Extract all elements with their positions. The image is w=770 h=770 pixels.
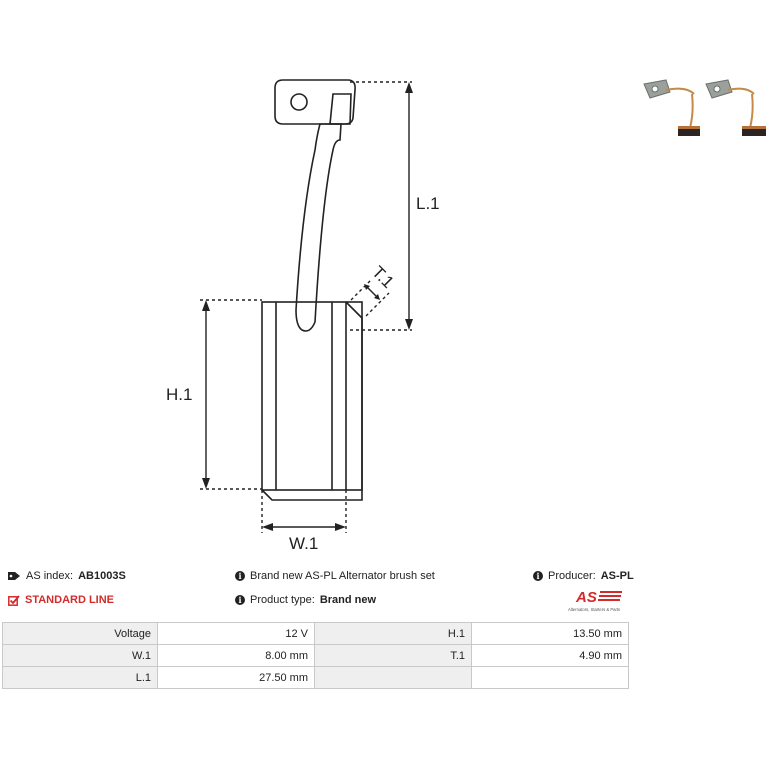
spec-label: Voltage	[2, 622, 158, 645]
brush-bevel	[261, 489, 363, 501]
spec-value-empty	[471, 666, 629, 689]
info-icon: i	[235, 571, 245, 581]
as-index-value: AB1003S	[78, 570, 126, 582]
t1-label: T.1	[368, 262, 397, 291]
spec-value: 12 V	[157, 622, 315, 645]
spec-value: 13.50 mm	[471, 622, 629, 645]
product-type-label: Product type:	[250, 594, 315, 606]
brush-photo-1	[643, 79, 700, 136]
w1-label: W.1	[289, 534, 318, 553]
checkbox-icon	[8, 594, 20, 606]
l1-label: L.1	[416, 194, 440, 213]
logo-tagline: Alternators, Starters & Parts	[568, 607, 620, 612]
table-row: Voltage 12 V H.1 13.50 mm	[2, 622, 629, 645]
spec-value: 8.00 mm	[157, 644, 315, 667]
spec-label-empty	[314, 666, 472, 689]
producer-value: AS-PL	[600, 570, 634, 582]
description-text: Brand new AS-PL Alternator brush set	[250, 570, 435, 582]
as-pl-logo: AS Alternators, Starters & Parts	[568, 589, 622, 612]
spec-label: W.1	[2, 644, 158, 667]
description-row: i Brand new AS-PL Alternator brush set	[235, 570, 435, 582]
logo-mark: AS	[575, 589, 597, 606]
spec-label: T.1	[314, 644, 472, 667]
spec-value: 4.90 mm	[471, 644, 629, 667]
info-icon: i	[235, 595, 245, 605]
spec-value: 27.50 mm	[157, 666, 315, 689]
product-type-row: i Product type: Brand new	[235, 594, 376, 606]
lead-wire	[295, 123, 342, 332]
product-type-value: Brand new	[319, 594, 377, 606]
as-index-row: AS index: AB1003S	[8, 570, 126, 582]
product-thumbnail	[643, 79, 766, 136]
spec-label: H.1	[314, 622, 472, 645]
table-row: W.1 8.00 mm T.1 4.90 mm	[2, 644, 629, 667]
info-icon: i	[533, 571, 543, 581]
brush-body	[261, 301, 363, 491]
h1-label: H.1	[166, 385, 192, 404]
brush-photo-2	[705, 79, 766, 136]
spec-label: L.1	[2, 666, 158, 689]
standard-line-label: STANDARD LINE	[25, 594, 115, 606]
producer-label: Producer:	[548, 570, 596, 582]
as-index-label: AS index:	[26, 570, 74, 582]
producer-row: i Producer: AS-PL	[533, 570, 634, 582]
terminal-lug	[274, 79, 356, 125]
tag-icon	[8, 571, 21, 581]
lug-hole	[290, 93, 308, 111]
lug-tab	[329, 93, 352, 125]
t1-dimension-line	[366, 286, 378, 298]
brush-technical-drawing: L.1 H.1 W.1 T.1	[166, 79, 440, 553]
specs-table: Voltage 12 V H.1 13.50 mm W.1 8.00 mm T.…	[2, 622, 629, 689]
table-row: L.1 27.50 mm	[2, 666, 629, 689]
standard-line-row: STANDARD LINE	[8, 594, 114, 606]
